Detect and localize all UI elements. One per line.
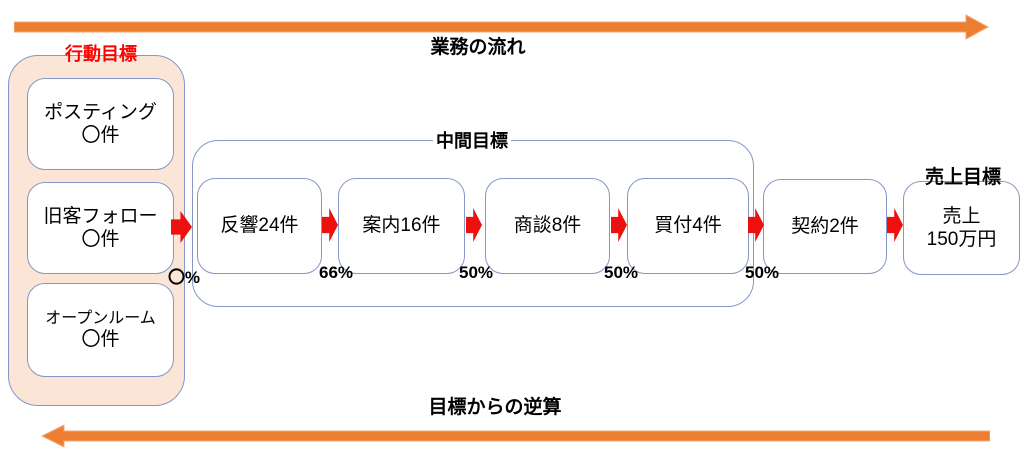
conversion-rate: 〇% [167,268,201,287]
conversion-rate: 50% [744,263,780,282]
funnel-box-contract: 契約2件 [763,179,887,274]
sales-goal-line2: 150万円 [926,229,997,250]
funnel-box-label: 契約2件 [791,215,859,237]
action-goal-count: 〇件 [81,329,120,351]
sales-goal-line1: 売上 [942,205,981,227]
conversion-rate: 50% [458,263,494,282]
funnel-box-guidance: 案内16件 [338,178,465,274]
action-goals-title: 行動目標 [65,44,137,64]
funnel-box-label: 案内16件 [362,215,441,237]
action-goal-count: 〇件 [81,125,120,146]
action-goal-label: ポスティング [44,101,157,123]
business-flow-label: 業務の流れ [430,37,526,58]
sales-goal-title: 売上目標 [924,167,1002,188]
funnel-box-label: 反響24件 [220,215,299,237]
funnel-box-label: 商談8件 [513,215,582,237]
funnel-box-purchase-offer: 買付4件 [627,178,749,274]
conversion-rate: 66% [318,263,354,282]
funnel-box-negotiation: 商談8件 [485,178,610,274]
conversion-rate: 50% [603,263,639,282]
sales-goal-box: 売上 150万円 [903,181,1020,275]
action-goal-label: オープンルーム [45,309,156,327]
funnel-box-response: 反響24件 [197,178,322,274]
connector-arrow-icon [887,208,903,242]
left-arrow-icon [40,424,990,448]
funnel-box-label: 買付4件 [654,215,722,237]
right-arrow-icon [14,14,990,40]
intermediate-goals-title: 中間目標 [433,127,511,153]
action-goal-posting-box: ポスティング 〇件 [27,78,174,170]
action-goal-openroom-box: オープンルーム 〇件 [27,283,174,377]
reverse-calculation-label: 目標からの逆算 [428,397,562,418]
action-goal-label: 旧客フォロー [43,205,158,227]
action-goal-count: 〇件 [81,229,120,250]
action-goal-followup-box: 旧客フォロー 〇件 [27,182,174,274]
